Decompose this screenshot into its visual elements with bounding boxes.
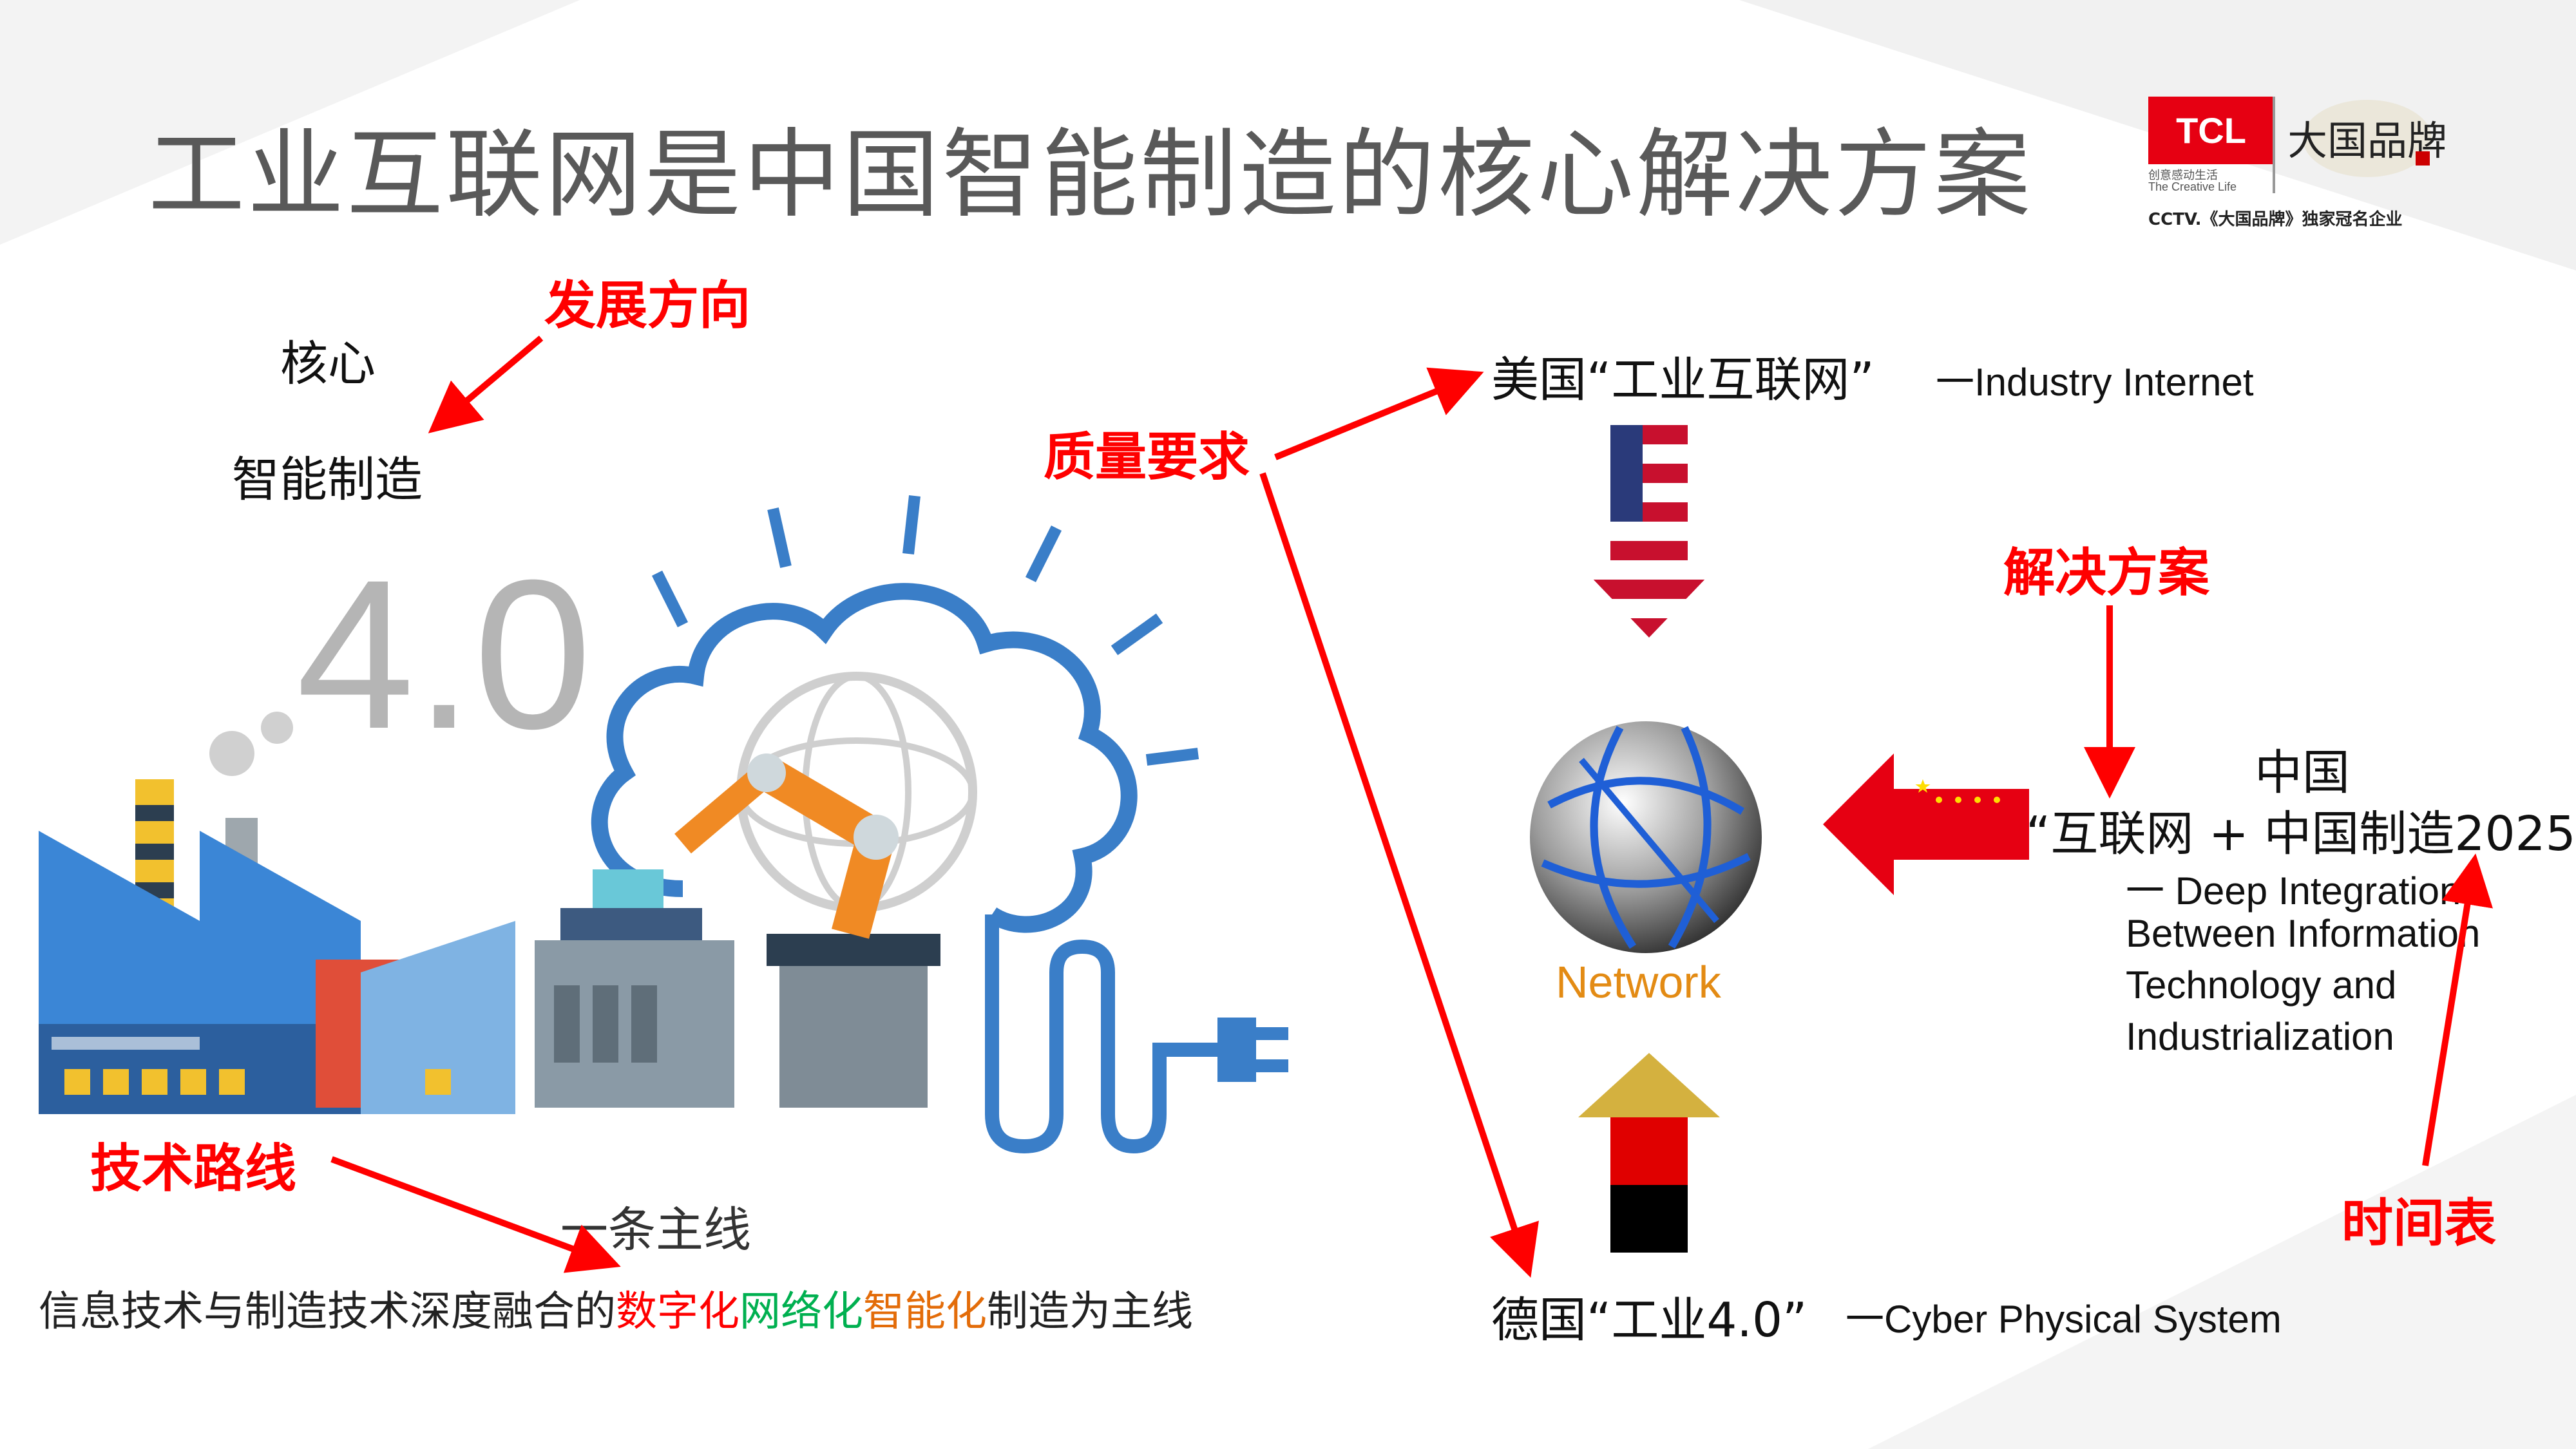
seal-icon: 大国品牌 (2290, 100, 2445, 177)
mainline-suffix: 制造为主线 (987, 1288, 1193, 1336)
mainline-text: 信息技术与制造技术深度融合的数字化网络化智能化制造为主线 (39, 1278, 1193, 1338)
page-title: 工业互联网是中国智能制造的核心解决方案 (148, 119, 2034, 231)
china-subtitle: “互联网 + 中国制造2025” (2026, 806, 2576, 862)
arrow-direction-to-core (428, 336, 544, 433)
usa-title: 美国“工业互联网” (1491, 352, 1875, 408)
network-globe-icon (1530, 721, 1762, 953)
mainline-digital: 数字化 (616, 1288, 739, 1336)
china-flag-left-arrow-icon (1823, 753, 2029, 895)
network-label: Network (1556, 957, 1721, 1007)
mainline-prefix: 信息技术与制造技术深度融合的 (39, 1288, 616, 1336)
china-en-line-2: Between Information (2126, 912, 2481, 955)
arrow-quality-to-germany (1259, 472, 1539, 1278)
tcl-slogan-cn: 创意感动生活 (2148, 169, 2218, 182)
china-title: 中国 (2255, 745, 2350, 800)
china-en-line-1: 一 Deep Integration (2126, 869, 2461, 913)
mainline-intelligent: 智能化 (863, 1288, 987, 1336)
china-en-line-3: Technology and (2126, 963, 2397, 1007)
china-en-line-4: Industrialization (2126, 1015, 2394, 1058)
arrow-schedule-to-china (2422, 853, 2493, 1166)
germany-title: 德国“工业4.0” (1491, 1293, 1808, 1348)
illustration-4-0-text: 4.0 (296, 535, 592, 773)
cctv-line: CCTV.《大国品牌》独家冠名企业 (2148, 210, 2403, 229)
tcl-logo: TCL (2148, 97, 2274, 164)
arrow-quality-to-usa (1274, 367, 1484, 460)
germany-flag-up-arrow-icon (1578, 1053, 1720, 1253)
core-value: 智能制造 (232, 452, 423, 507)
tcl-slogan-en: The Creative Life (2148, 180, 2237, 193)
usa-flag-down-arrow-icon (1575, 425, 1723, 638)
schedule-label: 时间表 (2342, 1193, 2496, 1253)
development-direction-label: 发展方向 (544, 276, 750, 336)
arrow-route-to-mainline (330, 1156, 621, 1273)
core-label: 核心 (280, 336, 376, 392)
germany-en: 一Cyber Physical System (1846, 1298, 2282, 1341)
mainline-network: 网络化 (739, 1288, 863, 1336)
quality-requirement-label: 质量要求 (1044, 427, 1250, 487)
brand-divider (2273, 97, 2275, 193)
usa-en: 一Industry Internet (1936, 361, 2254, 404)
solution-label: 解决方案 (2003, 543, 2209, 603)
technical-route-label: 技术路线 (90, 1139, 296, 1198)
industry-4-illustration: 4.0 (39, 495, 1288, 1154)
